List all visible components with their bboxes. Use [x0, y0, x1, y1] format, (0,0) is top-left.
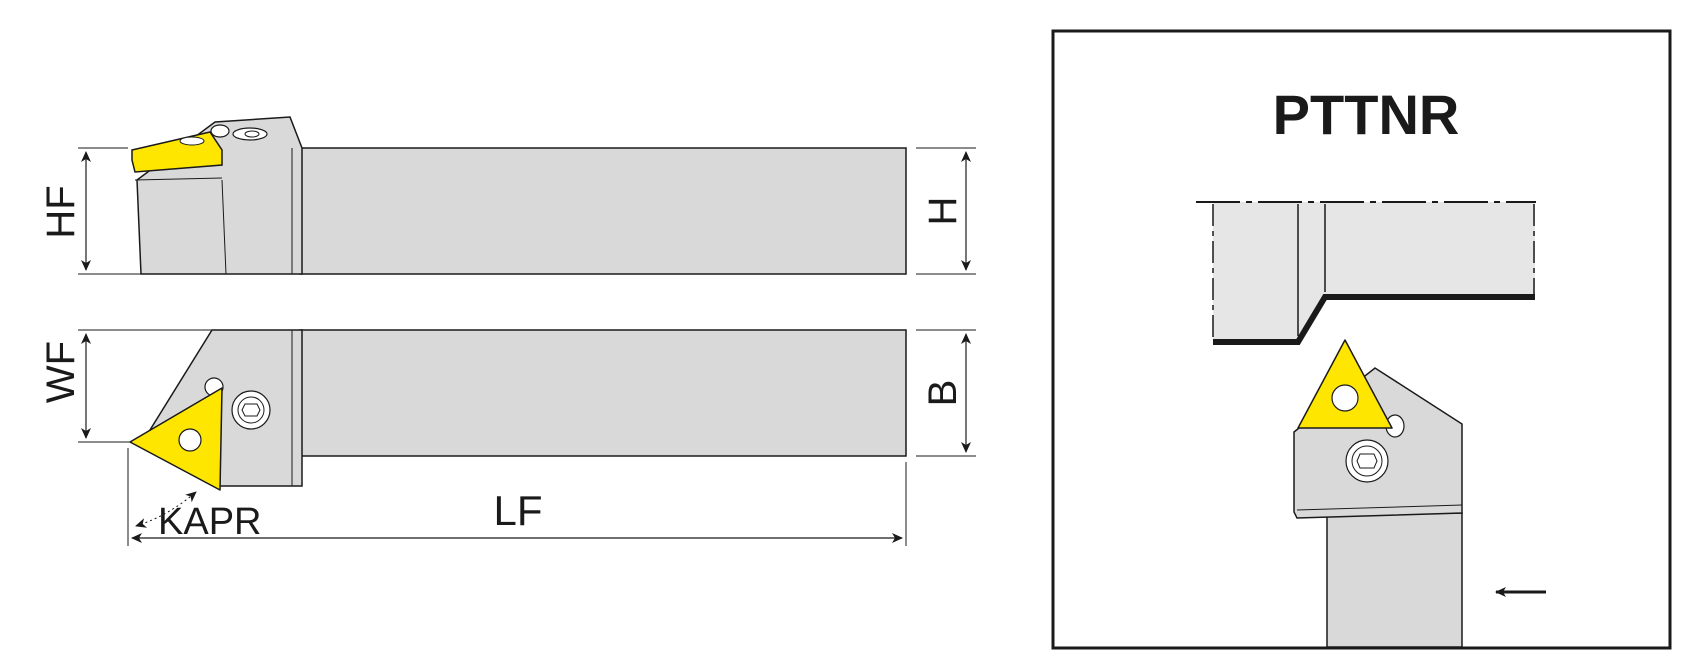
detail-insert-hole	[1331, 384, 1359, 412]
top-insert	[129, 387, 223, 491]
detail-insert	[1297, 339, 1393, 429]
detail-head-seam	[1296, 504, 1463, 511]
workpiece-body	[1213, 202, 1535, 342]
side-pin	[210, 124, 230, 138]
side-insert-seat	[134, 177, 223, 181]
detail-shank	[1326, 512, 1463, 648]
lf-label: LF	[493, 487, 542, 534]
detail-screw-ring	[1351, 445, 1383, 477]
machined-edge	[1213, 294, 1535, 345]
side-head	[136, 116, 303, 275]
side-screw-socket	[244, 130, 260, 138]
detail-tool	[1293, 339, 1463, 648]
detail-panel: PTTNR	[1051, 29, 1672, 650]
top-insert-hole	[178, 428, 202, 452]
side-head-edge	[221, 179, 227, 275]
top-view: WF B KAPR LF	[39, 329, 976, 546]
kapr-arc	[135, 491, 197, 528]
top-screw-ring	[237, 396, 265, 424]
b-label: B	[921, 380, 965, 407]
side-shank	[299, 147, 907, 275]
h-label: H	[921, 197, 965, 226]
side-view: HF H	[39, 116, 976, 275]
side-insert	[131, 131, 223, 173]
kapr-label: KAPR	[158, 501, 261, 543]
workpiece	[1196, 201, 1536, 345]
side-insert-hole	[179, 136, 205, 146]
detail-title: PTTNR	[1273, 83, 1460, 146]
wf-label: WF	[39, 341, 83, 403]
top-screw-socket-icon	[241, 403, 261, 417]
detail-screw-socket-icon	[1356, 453, 1378, 469]
top-shank	[299, 329, 907, 457]
hf-label: HF	[39, 185, 83, 238]
